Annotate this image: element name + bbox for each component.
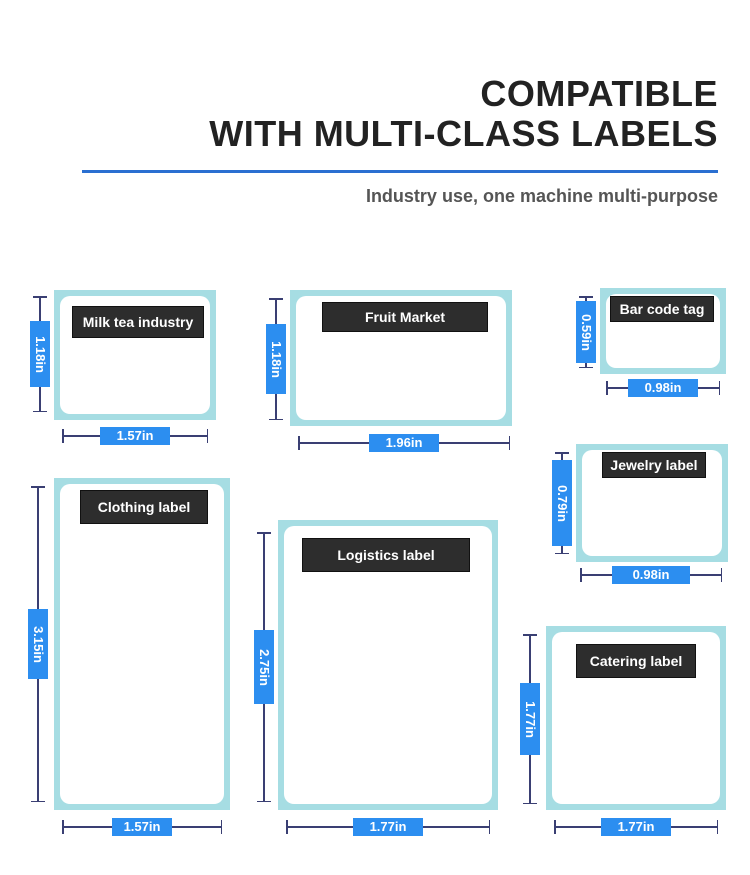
height-dimension-fruit-market: 1.18in [266,298,286,420]
width-value-bar-code: 0.98in [628,379,698,397]
height-dimension-milk-tea: 1.18in [30,296,50,412]
height-value-jewelry: 0.79in [554,484,570,522]
header-divider [82,170,718,173]
width-value-logistics: 1.77in [353,818,423,836]
height-value-milk-tea: 1.18in [32,335,48,373]
width-dimension-clothing: 1.57in [62,817,222,837]
width-dimension-jewelry: 0.98in [580,565,722,585]
title-line-2: WITH MULTI-CLASS LABELS [209,113,718,154]
label-card-jewelry: Jewelry label [576,444,728,562]
label-card-milk-tea: Milk tea industry [54,290,216,420]
height-dimension-catering: 1.77in [520,634,540,804]
width-value-clothing: 1.57in [112,818,172,836]
label-card-logistics: Logistics label [278,520,498,810]
height-dimension-clothing: 3.15in [28,486,48,802]
label-card-fruit-market: Fruit Market [290,290,512,426]
label-tag-milk-tea: Milk tea industry [72,306,204,338]
label-tag-logistics: Logistics label [302,538,470,572]
width-value-jewelry: 0.98in [612,566,690,584]
height-value-logistics: 2.75in [256,648,272,686]
width-value-milk-tea: 1.57in [100,427,170,445]
label-tag-fruit-market: Fruit Market [322,302,488,332]
width-dimension-bar-code: 0.98in [606,378,720,398]
height-dimension-jewelry: 0.79in [552,452,572,554]
label-card-face: Bar code tag [606,294,720,368]
label-card-face: Jewelry label [582,450,722,556]
label-card-face: Milk tea industry [60,296,210,414]
label-tag-catering: Catering label [576,644,696,678]
height-value-catering: 1.77in [522,700,538,738]
width-dimension-milk-tea: 1.57in [62,426,208,446]
width-value-fruit-market: 1.96in [369,434,439,452]
title-line-1: COMPATIBLE [480,73,718,114]
label-card-face: Fruit Market [296,296,506,420]
height-value-fruit-market: 1.18in [268,340,284,378]
label-card-bar-code: Bar code tag [600,288,726,374]
label-card-face: Logistics label [284,526,492,804]
height-dimension-bar-code: 0.59in [576,296,596,368]
width-dimension-fruit-market: 1.96in [298,433,510,453]
label-card-face: Catering label [552,632,720,804]
height-value-clothing: 3.15in [30,625,46,663]
label-tag-jewelry: Jewelry label [602,452,706,478]
height-dimension-logistics: 2.75in [254,532,274,802]
width-dimension-catering: 1.77in [554,817,718,837]
label-tag-clothing: Clothing label [80,490,208,524]
label-card-clothing: Clothing label [54,478,230,810]
width-value-catering: 1.77in [601,818,671,836]
label-tag-bar-code: Bar code tag [610,296,714,322]
width-dimension-logistics: 1.77in [286,817,490,837]
label-card-catering: Catering label [546,626,726,810]
height-value-bar-code: 0.59in [578,313,594,351]
label-card-face: Clothing label [60,484,224,804]
subtitle: Industry use, one machine multi-purpose [365,186,718,206]
